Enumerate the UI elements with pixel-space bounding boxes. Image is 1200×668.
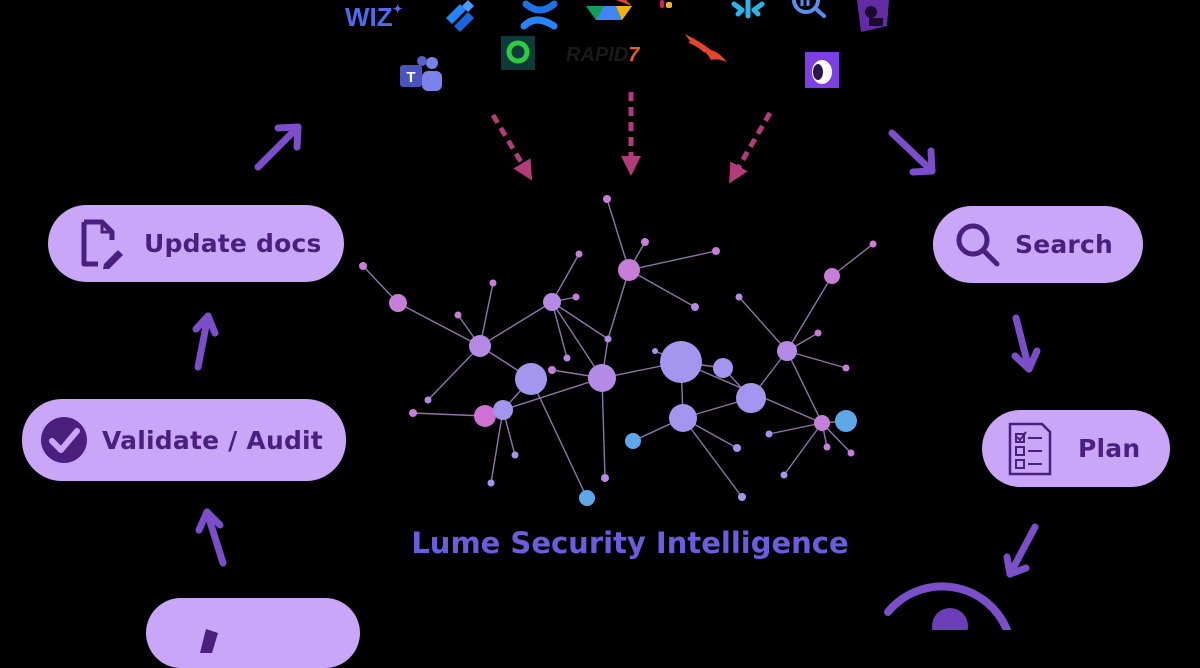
step-label: Search [1015, 230, 1113, 259]
logo-crowdstrike [685, 34, 727, 62]
bottom-node-dot [932, 608, 968, 630]
logo-search-tool [792, 0, 826, 18]
arrow-up-icon [192, 312, 219, 371]
check-circle-icon [41, 417, 87, 463]
logo-jira [446, 0, 474, 32]
doc-edit-icon [81, 219, 123, 269]
logo-wiz: WIZ✦ [345, 2, 403, 32]
arrow-down-icon [1011, 314, 1041, 373]
logo-rapid7: RAPID7 [566, 44, 640, 66]
step-search[interactable]: Search [933, 206, 1143, 283]
logo-snowflake [731, 0, 765, 19]
svg-text:T: T [406, 69, 415, 86]
workflow-arrows [192, 123, 1041, 630]
logo-google-drive [586, 0, 632, 20]
step-plan[interactable]: Plan [982, 410, 1170, 487]
arrow-up-icon-2 [195, 508, 227, 567]
logo-lookout [501, 36, 535, 70]
arrow-down-right-icon [888, 129, 936, 176]
step-validate-audit[interactable]: Validate / Audit [22, 399, 346, 481]
network-graph [359, 195, 877, 506]
arrow-up-right-icon [254, 123, 302, 171]
partial-icon [200, 629, 218, 653]
step-label: Plan [1078, 434, 1141, 463]
logo-confluence [520, 0, 558, 30]
diagram-title: Lume Security Intelligence [411, 526, 849, 560]
diagram-graphics [192, 92, 1041, 630]
step-label: Validate / Audit [102, 425, 323, 455]
logo-microsoft-teams: T [400, 56, 442, 91]
step-update-docs[interactable]: Update docs [48, 205, 344, 282]
search-icon [956, 223, 1000, 266]
logo-slack [660, 0, 672, 8]
logo-datadog [857, 0, 889, 32]
checklist-icon [1008, 422, 1052, 475]
dashed-inflow-arrows [490, 92, 773, 184]
arrow-down-left-icon [1003, 523, 1039, 578]
step-label: Update docs [144, 229, 322, 258]
logo-llama [805, 52, 839, 88]
step-bottom-partial[interactable] [146, 598, 360, 668]
